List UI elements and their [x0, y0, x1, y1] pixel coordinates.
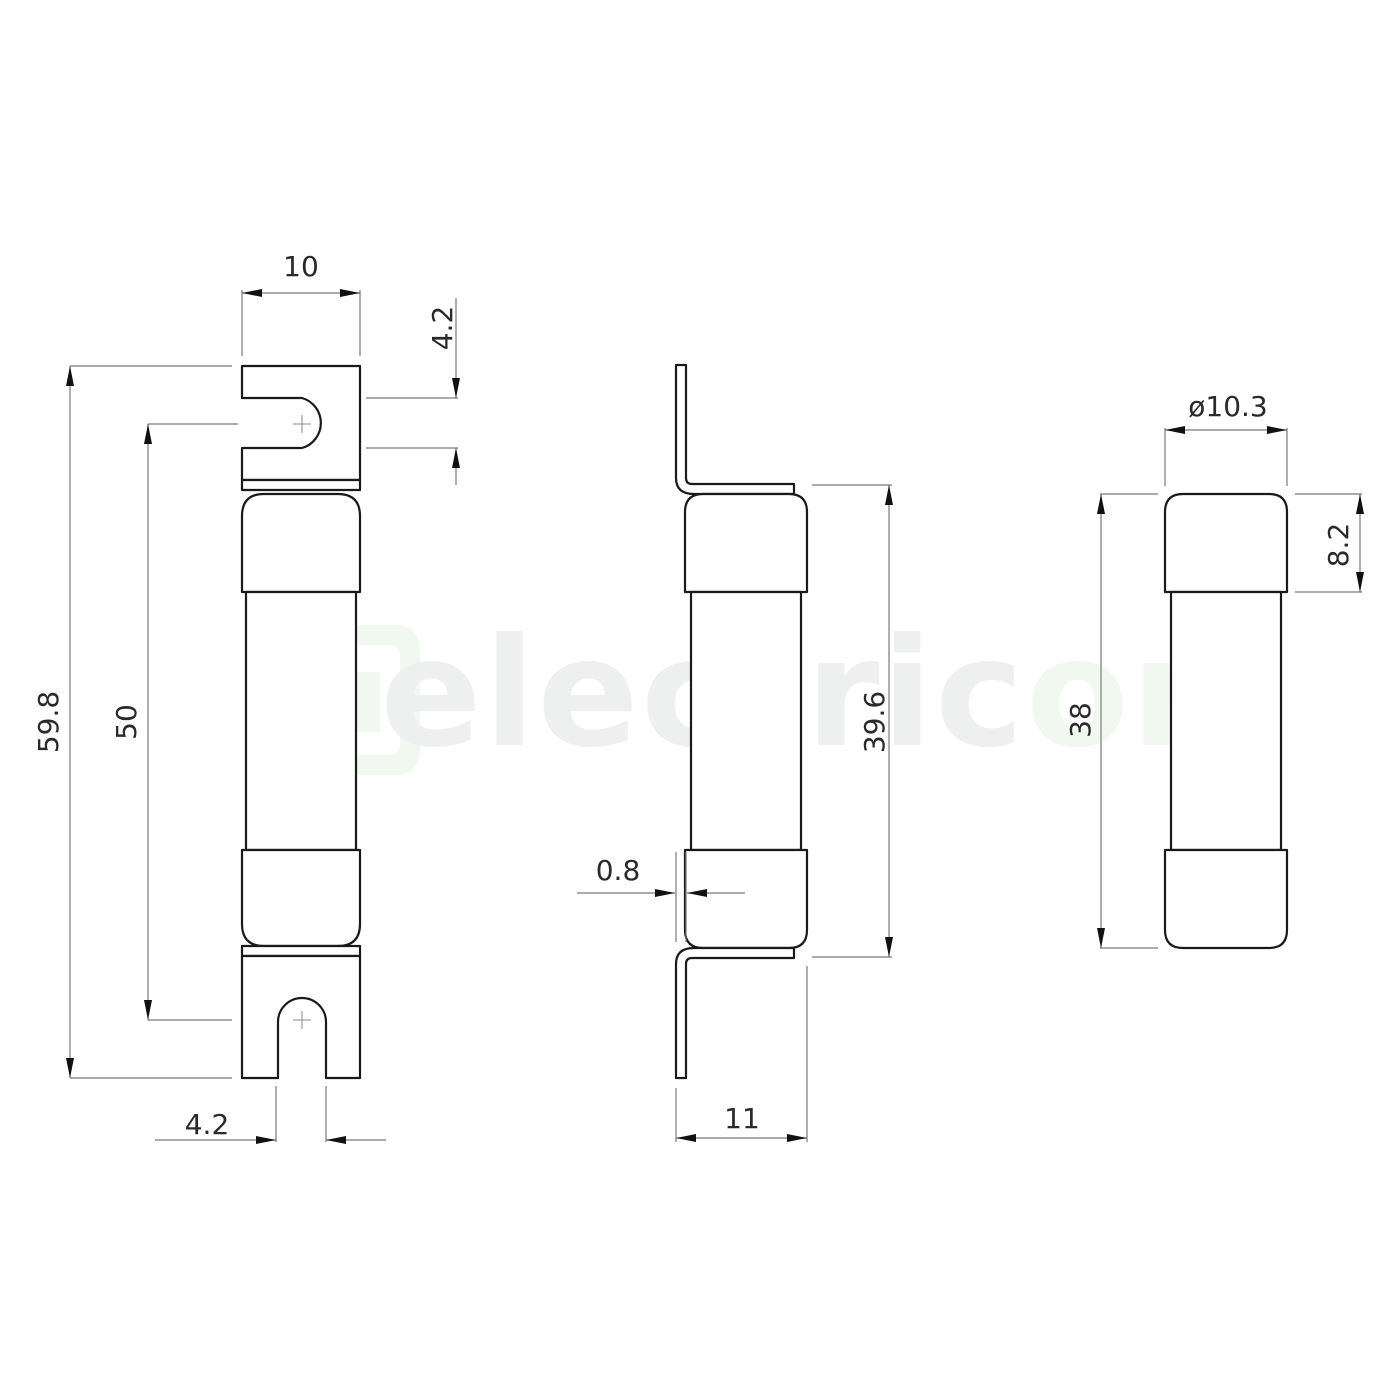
dim-diameter: ø10.3: [1188, 390, 1267, 423]
side-top-cap: [683, 492, 809, 594]
barrel: [244, 590, 358, 852]
bottom-tag-base: [240, 944, 362, 958]
top-tag-base: [240, 478, 362, 492]
bottom-cap: [240, 848, 362, 948]
front-view: 10 4.2 59.8 50 4.2: [32, 250, 460, 1144]
dim-cap-length: 8.2: [1322, 523, 1355, 568]
dim-tag-width: 10: [283, 250, 319, 283]
side-bottom-tag: [674, 946, 796, 1080]
watermark-text: electricon: [380, 607, 1240, 781]
top-tag: [240, 364, 362, 482]
dim-body-length: 38: [1064, 702, 1097, 738]
dim-slot-top: 4.2: [426, 306, 459, 351]
bottom-tag: [240, 954, 362, 1080]
side-view: 39.6 0.8 11: [577, 363, 893, 1142]
side-barrel: [689, 590, 803, 852]
side-bottom-cap: [683, 848, 809, 950]
dim-centers: 50: [110, 704, 143, 740]
body-top-cap: [1163, 492, 1289, 594]
top-cap: [240, 492, 362, 594]
fuse-body-view: ø10.3 8.2 38: [1064, 390, 1364, 950]
dim-overall-length: 59.8: [32, 691, 65, 753]
dim-side-body-length: 39.6: [858, 691, 891, 753]
dim-slot-bottom: 4.2: [185, 1108, 230, 1141]
body-barrel: [1169, 590, 1283, 852]
side-top-tag: [674, 363, 796, 496]
dim-tag-offset: 11: [724, 1102, 760, 1135]
body-bottom-cap: [1163, 848, 1289, 950]
dim-tag-thickness: 0.8: [596, 854, 641, 887]
